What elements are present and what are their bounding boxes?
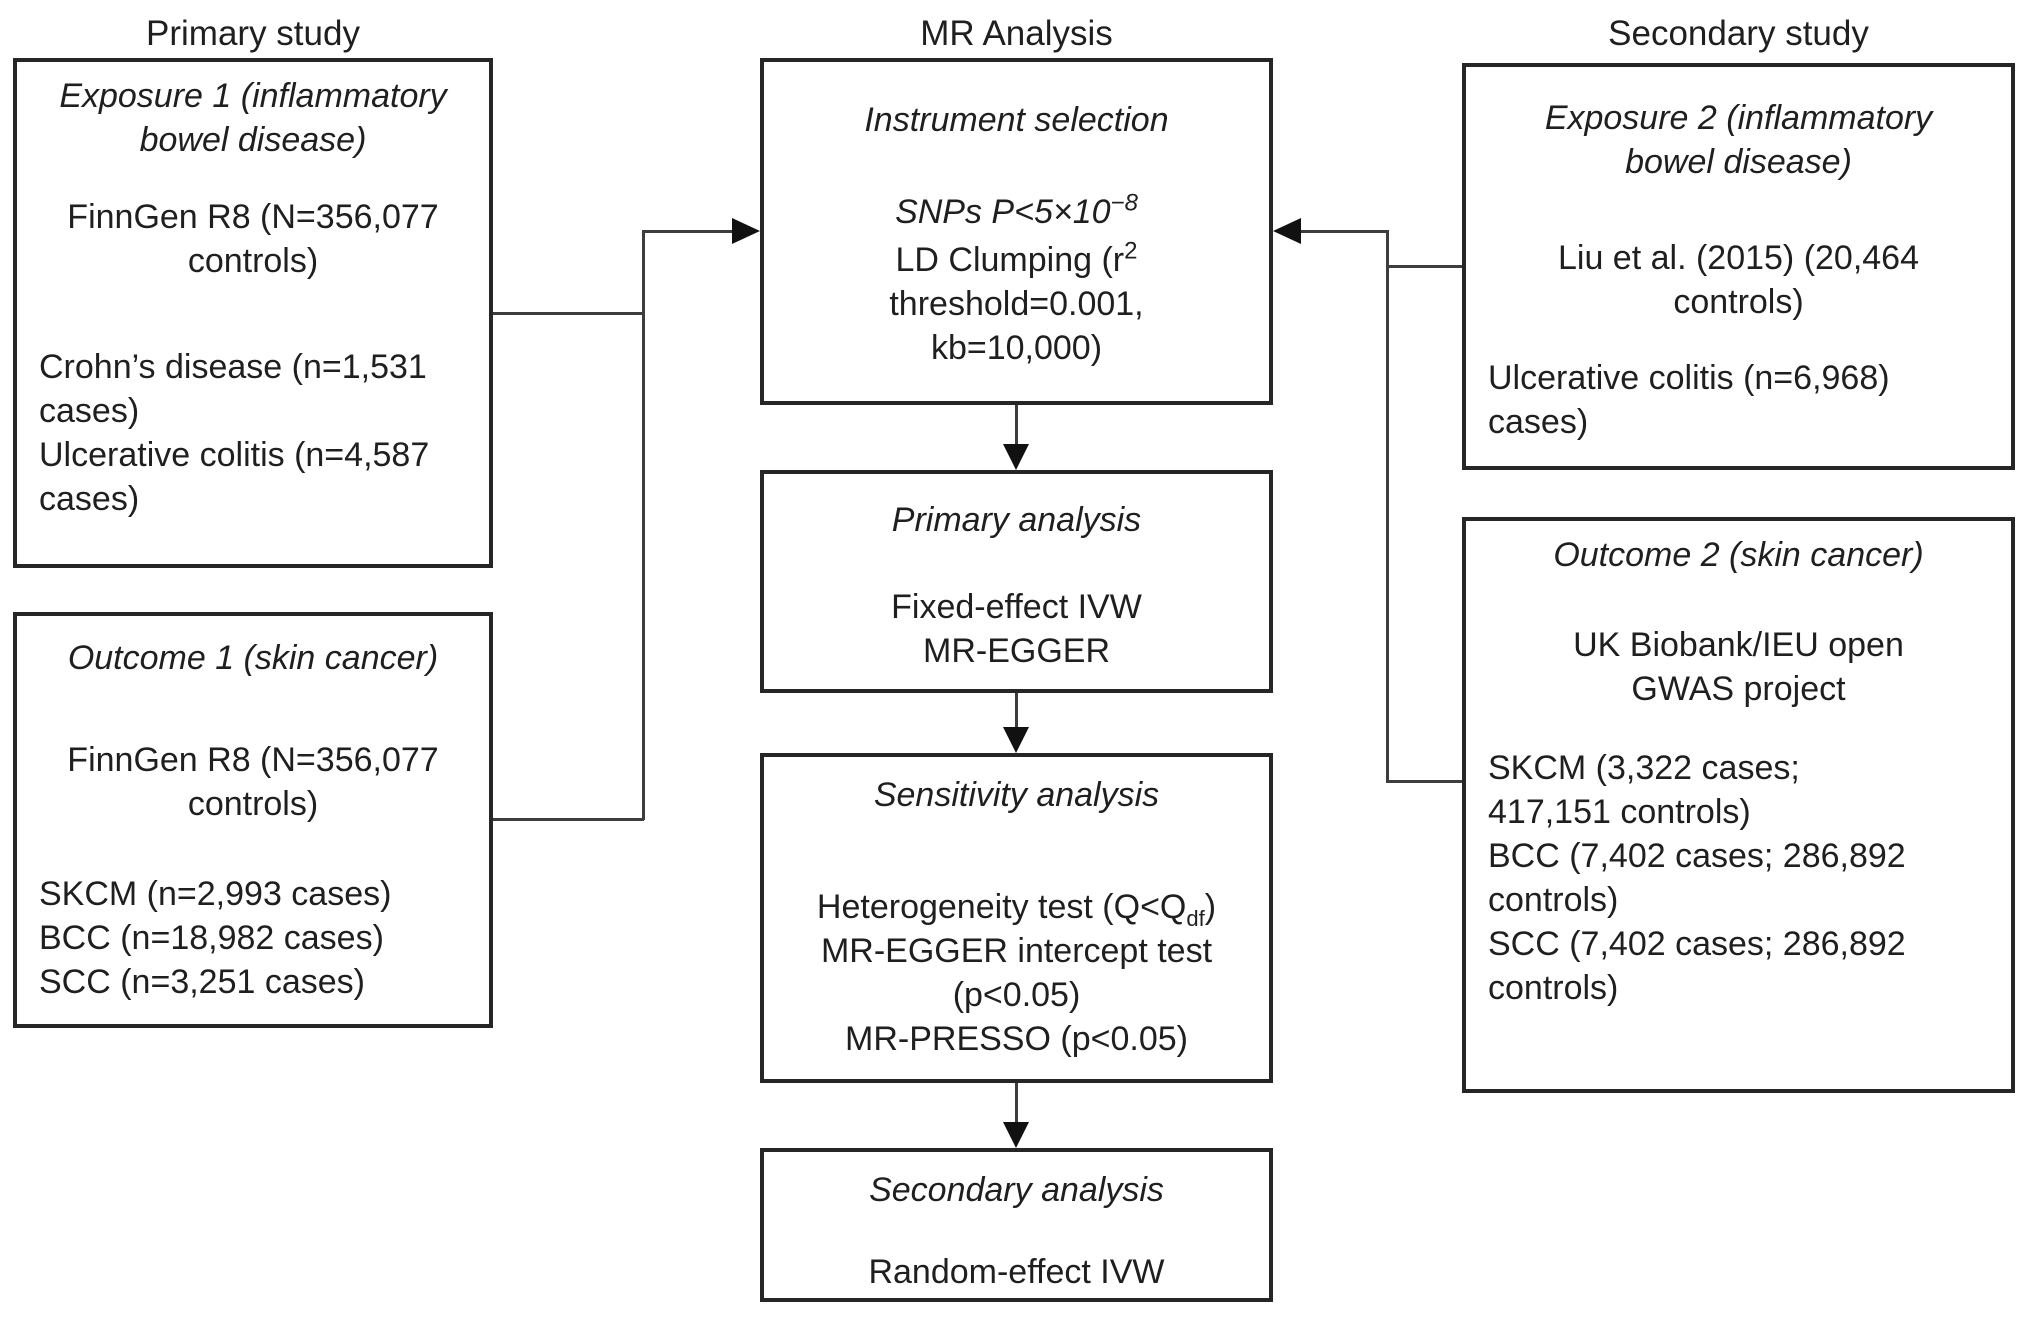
- heterogeneity-test-line: Heterogeneity test (Q<Qdf): [764, 885, 1269, 929]
- egger-intercept-line: MR-EGGER intercept test: [820, 932, 1213, 970]
- outcome2-case-line: controls): [1488, 881, 1619, 919]
- exposure1-source: FinnGen R8 (N=356,077 controls): [17, 195, 489, 283]
- sensitivity-analysis-title: Sensitivity analysis: [873, 776, 1160, 814]
- connector-left-collector: [642, 230, 645, 820]
- snp-threshold-text: SNPs P<5×10−8: [764, 190, 1269, 234]
- exposure2-title: Exposure 2 (inflammatory bowel disease): [1466, 96, 2011, 184]
- outcome1-title: Outcome 1 (skin cancer): [67, 639, 439, 677]
- outcome2-case-line: SKCM (3,322 cases;: [1488, 749, 1800, 787]
- secondary-analysis-method: Random-effect IVW: [868, 1253, 1165, 1291]
- arrowhead-primary-to-sensitivity: [1003, 727, 1029, 753]
- arrowhead-into-instrument-left: [732, 218, 760, 244]
- secondary-analysis-title: Secondary analysis: [869, 1171, 1164, 1209]
- connector-exposure2-branch: [1388, 265, 1462, 268]
- exposure1-cases: Crohn’s disease (n=1,531 cases) Ulcerati…: [17, 345, 489, 521]
- arrowhead-instrument-to-primary: [1003, 444, 1029, 470]
- ld-clumping-line2: threshold=0.001,: [889, 285, 1144, 323]
- ld-clumping-lines: LD Clumping (r2 threshold=0.001, kb=10,0…: [764, 238, 1269, 370]
- exposure1-source-line2: controls): [187, 242, 319, 280]
- exposure2-case-line: cases): [1488, 403, 1589, 441]
- exposure2-box: Exposure 2 (inflammatory bowel disease) …: [1462, 63, 2015, 470]
- primary-analysis-title: Primary analysis: [891, 501, 1142, 539]
- connector-right-collector: [1386, 230, 1389, 783]
- heterogeneity-test-prefix: Heterogeneity test (Q<Q: [816, 888, 1187, 926]
- outcome2-case-line: BCC (7,402 cases; 286,892: [1488, 837, 1906, 875]
- exposure1-case-line: Crohn’s disease (n=1,531: [39, 348, 427, 386]
- connector-outcome1-branch: [493, 818, 644, 821]
- secondary-analysis-box: Secondary analysis Random-effect IVW: [760, 1148, 1273, 1302]
- primary-analysis-method-line: MR-EGGER: [923, 632, 1110, 670]
- column-header-primary-study: Primary study: [146, 14, 360, 53]
- snp-threshold-exponent: −8: [1110, 189, 1138, 217]
- heterogeneity-test-subscript: df: [1186, 905, 1205, 931]
- sensitivity-analysis-methods: Heterogeneity test (Q<Qdf) MR-EGGER inte…: [764, 885, 1269, 1061]
- outcome2-cases: SKCM (3,322 cases; 417,151 controls) BCC…: [1466, 746, 2011, 1010]
- exposure1-title-line2: bowel disease): [139, 121, 367, 159]
- arrowhead-into-instrument-right: [1273, 218, 1301, 244]
- snp-threshold-line: SNPs P<5×10−8: [764, 190, 1269, 234]
- exposure1-title-line1: Exposure 1 (inflammatory: [59, 77, 447, 115]
- snp-threshold-prefix: SNPs P<5×10: [895, 193, 1111, 231]
- exposure2-cases: Ulcerative colitis (n=6,968) cases): [1466, 356, 2011, 444]
- instrument-selection-box: Instrument selection SNPs P<5×10−8 LD Cl…: [760, 58, 1273, 405]
- exposure1-source-line1: FinnGen R8 (N=356,077: [67, 198, 439, 236]
- outcome1-case-line: BCC (n=18,982 cases): [39, 919, 384, 957]
- sensitivity-analysis-box: Sensitivity analysis Heterogeneity test …: [760, 753, 1273, 1083]
- primary-analysis-methods: Fixed-effect IVW MR-EGGER: [764, 585, 1269, 673]
- outcome2-source-line2: GWAS project: [1631, 670, 1846, 708]
- outcome2-case-line: 417,151 controls): [1488, 793, 1751, 831]
- arrow-instrument-to-primary-shaft: [1015, 405, 1018, 445]
- exposure1-case-line: cases): [39, 480, 140, 518]
- outcome1-case-line: SCC (n=3,251 cases): [39, 963, 365, 1001]
- outcome1-source: FinnGen R8 (N=356,077 controls): [17, 738, 489, 826]
- outcome1-cases: SKCM (n=2,993 cases) BCC (n=18,982 cases…: [17, 872, 489, 1004]
- ld-clumping-line3: kb=10,000): [930, 329, 1103, 367]
- exposure1-title: Exposure 1 (inflammatory bowel disease): [17, 74, 489, 162]
- exposure2-source-line1: Liu et al. (2015) (20,464: [1557, 239, 1920, 277]
- outcome2-source: UK Biobank/IEU open GWAS project: [1466, 623, 2011, 711]
- instrument-selection-title: Instrument selection: [864, 101, 1169, 139]
- ld-clumping-exponent: 2: [1124, 237, 1138, 265]
- outcome2-source-line1: UK Biobank/IEU open: [1573, 626, 1904, 664]
- column-header-secondary-study: Secondary study: [1608, 14, 1869, 53]
- outcome2-case-line: SCC (7,402 cases; 286,892: [1488, 925, 1906, 963]
- ld-clumping-line1: LD Clumping (r2: [764, 238, 1269, 282]
- connector-right-arrow-shaft: [1301, 230, 1389, 233]
- ld-clumping-prefix: LD Clumping (r: [895, 241, 1125, 279]
- column-header-mr-analysis: MR Analysis: [920, 14, 1113, 53]
- arrowhead-sensitivity-to-secondary: [1003, 1122, 1029, 1148]
- exposure2-source-line2: controls): [1673, 283, 1804, 321]
- egger-pvalue-line: (p<0.05): [952, 976, 1081, 1014]
- exposure1-case-line: cases): [39, 392, 140, 430]
- exposure1-box: Exposure 1 (inflammatory bowel disease) …: [13, 58, 493, 568]
- arrow-sensitivity-to-secondary-shaft: [1015, 1083, 1018, 1123]
- outcome1-source-line1: FinnGen R8 (N=356,077: [67, 741, 439, 779]
- exposure2-case-line: Ulcerative colitis (n=6,968): [1488, 359, 1890, 397]
- outcome1-source-line2: controls): [187, 785, 319, 823]
- primary-analysis-method-line: Fixed-effect IVW: [891, 588, 1142, 626]
- outcome2-box: Outcome 2 (skin cancer) UK Biobank/IEU o…: [1462, 517, 2015, 1093]
- primary-analysis-box: Primary analysis Fixed-effect IVW MR-EGG…: [760, 470, 1273, 693]
- outcome1-case-line: SKCM (n=2,993 cases): [39, 875, 392, 913]
- connector-left-arrow-shaft: [642, 230, 734, 233]
- heterogeneity-test-suffix: ): [1204, 888, 1217, 926]
- outcome1-box: Outcome 1 (skin cancer) FinnGen R8 (N=35…: [13, 612, 493, 1028]
- arrow-primary-to-sensitivity-shaft: [1015, 693, 1018, 728]
- outcome2-title: Outcome 2 (skin cancer): [1553, 536, 1924, 574]
- exposure2-title-line2: bowel disease): [1625, 143, 1852, 181]
- exposure1-case-line: Ulcerative colitis (n=4,587: [39, 436, 430, 474]
- connector-outcome2-branch: [1388, 780, 1462, 783]
- outcome2-case-line: controls): [1488, 969, 1619, 1007]
- exposure2-title-line1: Exposure 2 (inflammatory: [1544, 99, 1933, 137]
- mr-presso-line: MR-PRESSO (p<0.05): [845, 1020, 1188, 1058]
- exposure2-source: Liu et al. (2015) (20,464 controls): [1466, 236, 2011, 324]
- connector-exposure1-branch: [493, 312, 644, 315]
